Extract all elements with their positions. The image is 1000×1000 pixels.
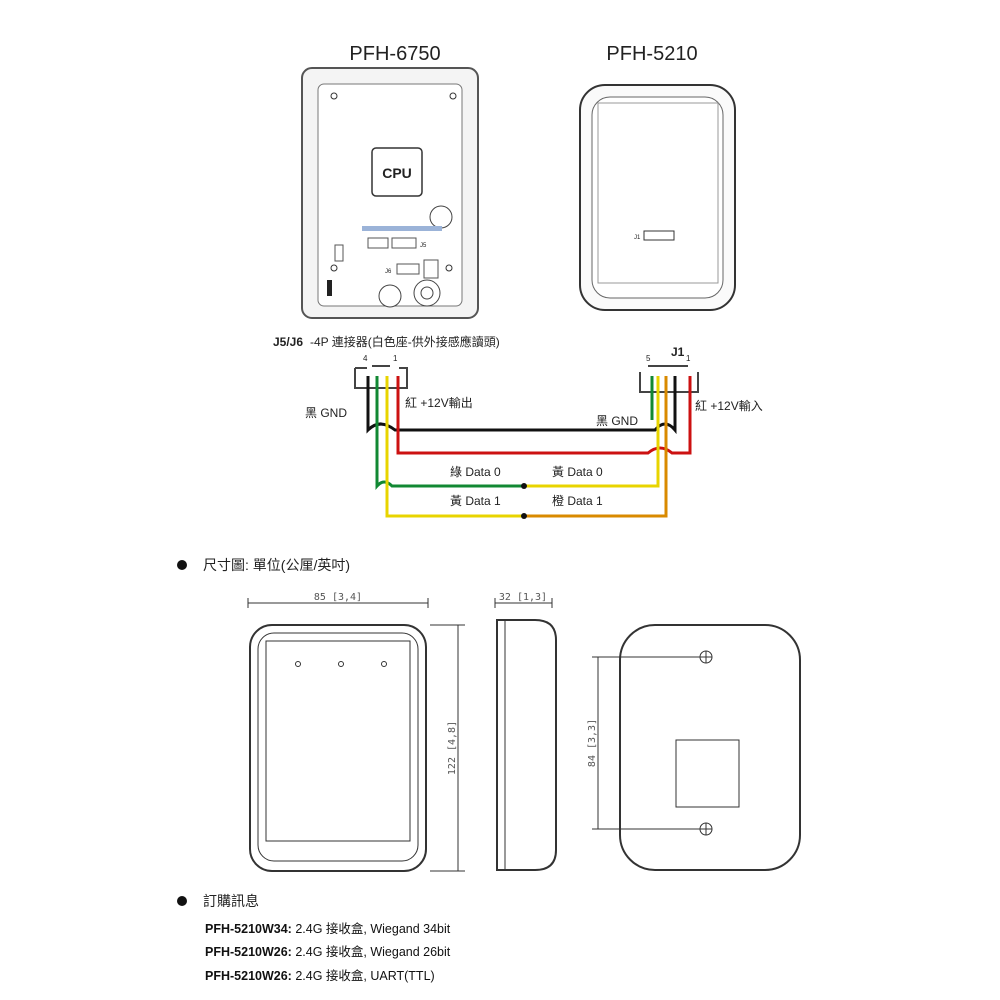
dimension-drawings [247,598,801,872]
bullet-icon [177,560,187,570]
j5-label: J5 [420,243,427,249]
connector-left-desc: -4P 連接器(白色座-供外接感應讀頭) [310,334,500,349]
right-12v-label: 紅 +12V輸入 [695,398,763,413]
order-item: PFH-5210W34: 2.4G 接收盒, Wiegand 34bit [205,918,450,937]
left-pin-4: 4 [363,354,368,363]
hole-spacing-dimension: 84 [3,3] [587,719,598,767]
connector-left-title: J5/J6 [273,335,303,349]
yellow-data0-label: 黃 Data 0 [552,465,603,479]
width-dimension: 85 [3,4] [314,592,362,603]
right-pin-5: 5 [646,354,651,363]
wiring-diagram: J5/J6 -4P 連接器(白色座-供外接感應讀頭) 4 1 J1 5 1 黑 … [273,334,763,519]
left-12v-label: 紅 +12V輸出 [405,395,473,410]
order-desc: 2.4G 接收盒, Wiegand 26bit [291,945,451,959]
height-dimension: 122 [4,8] [447,721,458,775]
order-item: PFH-5210W26: 2.4G 接收盒, UART(TTL) [205,965,435,984]
cpu-label: CPU [382,165,412,181]
j6-label: J6 [385,269,392,275]
bullet-icon [177,896,187,906]
order-desc: 2.4G 接收盒, Wiegand 34bit [291,922,451,936]
pfh6750-board: CPU J5 J6 [301,67,479,319]
pfh5210-front: J1 [579,84,736,311]
right-gnd-label: 黑 GND [596,414,638,428]
order-model: PFH-5210W34: [205,922,292,936]
order-model: PFH-5210W26: [205,969,292,983]
order-item: PFH-5210W26: 2.4G 接收盒, Wiegand 26bit [205,941,450,960]
j1-title: J1 [671,345,685,359]
yellow-data1-label: 黃 Data 1 [450,494,501,508]
j1-small-label: J1 [634,235,641,241]
left-gnd-label: 黑 GND [305,406,347,420]
green-data0-label: 綠 Data 0 [450,465,501,479]
order-desc: 2.4G 接收盒, UART(TTL) [291,969,435,983]
depth-dimension: 32 [1,3] [499,592,547,603]
left-pin-1: 1 [393,354,398,363]
right-pin-1: 1 [686,354,691,363]
order-model: PFH-5210W26: [205,945,292,959]
title-pfh5210: PFH-5210 [606,43,697,65]
dimensions-heading: 尺寸圖: 單位(公厘/英吋) [203,557,350,573]
ordering-heading: 訂購訊息 [203,893,259,909]
orange-data1-label: 橙 Data 1 [552,493,603,508]
title-pfh6750: PFH-6750 [349,43,440,65]
